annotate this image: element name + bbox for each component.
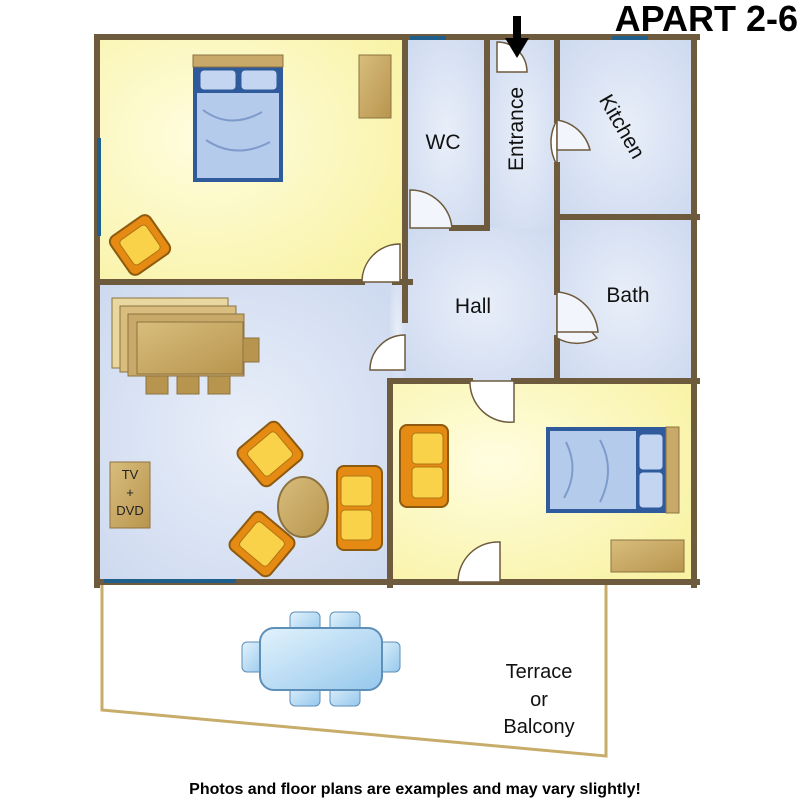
- sofa-bottom-bedroom: [399, 424, 449, 508]
- label-dvd: DVD: [116, 503, 143, 518]
- label-balcony: Balcony: [503, 716, 574, 738]
- label-wc: WC: [426, 131, 461, 154]
- wardrobe-bottom-bedroom: [610, 539, 685, 573]
- door-swings: [361, 41, 599, 583]
- coffee-table: [277, 476, 329, 538]
- label-tv-plus: +: [126, 485, 134, 500]
- dining-table-living: [136, 321, 260, 395]
- label-entrance: Entrance: [505, 87, 528, 171]
- label-hall: Hall: [455, 295, 491, 318]
- label-bath: Bath: [606, 284, 649, 307]
- kitchen-floor: [557, 40, 692, 217]
- label-tv: TV: [122, 467, 139, 482]
- disclaimer: Photos and floor plans are examples and …: [189, 781, 641, 798]
- terrace-table-set: [241, 611, 401, 707]
- plan-title: APART 2-6: [615, 0, 798, 39]
- label-terrace: Terrace: [506, 661, 573, 683]
- double-bed-bottom: [546, 426, 680, 514]
- armchair-living-2: [228, 510, 296, 578]
- label-terrace-or: or: [530, 689, 548, 711]
- hall-floor: [405, 228, 557, 381]
- entrance-arrow-icon: [505, 16, 529, 58]
- double-bed-top: [192, 54, 284, 182]
- sofa-living: [336, 465, 383, 551]
- armchair-top-bedroom: [108, 214, 172, 276]
- wardrobe-top-bedroom: [358, 54, 392, 119]
- armchair-living-1: [236, 420, 304, 488]
- walls: [94, 34, 700, 588]
- tv-dvd-unit: [109, 461, 151, 529]
- windows: [97, 36, 648, 583]
